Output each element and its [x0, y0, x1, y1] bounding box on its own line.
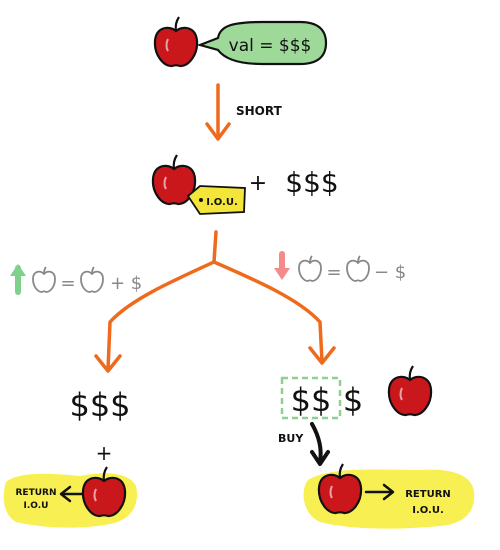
left-plus: +	[96, 441, 113, 465]
branch-arrows	[94, 230, 336, 373]
down-arrow-icon	[274, 251, 290, 280]
apple-outline-icon	[346, 255, 370, 282]
arrow-right-icon	[364, 483, 395, 501]
apple-outline-icon	[80, 266, 104, 293]
up-arrow-icon	[10, 264, 26, 295]
right-money-boxed: $$	[291, 381, 332, 419]
middle-plus: +	[249, 171, 267, 196]
left-money: $$$	[69, 386, 130, 424]
dashed-box	[280, 376, 342, 420]
right-formula-minus: − $	[374, 262, 406, 283]
apple-icon	[153, 15, 199, 68]
apple-outline-icon	[298, 255, 322, 282]
right-formula-eq: =	[326, 262, 341, 283]
bubble-text: val = $$$	[229, 36, 312, 56]
iou-tag	[186, 185, 246, 215]
apple-icon	[387, 364, 433, 417]
apple-icon	[81, 465, 127, 518]
speech-bubble	[196, 20, 328, 66]
left-return-line1: RETURN	[16, 488, 57, 498]
right-return-line1: RETURN	[405, 489, 451, 500]
short-label: SHORT	[236, 104, 283, 118]
arrow-left-icon	[59, 485, 86, 503]
buy-arrow	[310, 422, 330, 466]
short-arrow	[205, 83, 231, 141]
buy-label: BUY	[278, 432, 304, 445]
apple-outline-icon	[32, 266, 56, 293]
left-formula-plus: + $	[110, 273, 142, 294]
right-money-extra: $	[343, 381, 363, 419]
right-return-line2: I.O.U.	[412, 505, 444, 516]
iou-tag-text: I.O.U.	[206, 197, 238, 208]
left-formula-eq: =	[60, 273, 75, 294]
middle-money: $$$	[285, 166, 338, 199]
left-return-line2: I.O.U	[24, 501, 49, 511]
